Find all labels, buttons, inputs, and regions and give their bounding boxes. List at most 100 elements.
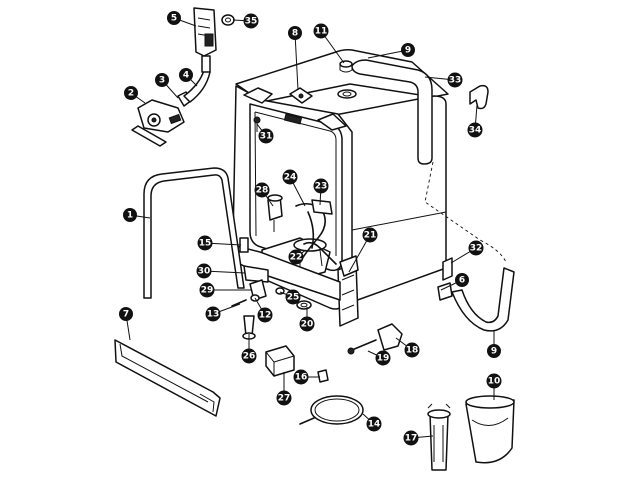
callout-27: 27 [276, 372, 292, 406]
callout-number: 30 [198, 267, 211, 277]
callout-number: 8 [292, 29, 298, 39]
callout-badge [258, 128, 274, 144]
callout-badge [366, 416, 382, 432]
callout-number: 22 [290, 253, 303, 263]
callout-22: 22 [288, 249, 307, 265]
lower-small-parts [231, 279, 515, 471]
callout-number: 25 [287, 293, 300, 303]
callout-number: 2 [128, 89, 134, 99]
callout-8: 8 [288, 26, 302, 91]
callout-6: 6 [440, 273, 469, 291]
callout-badge [403, 430, 419, 446]
callout-number: 3 [159, 76, 165, 86]
callout-badge [119, 307, 133, 321]
callout-17: 17 [403, 430, 434, 446]
callout-badge [486, 373, 502, 389]
callout-number: 4 [183, 71, 189, 81]
callout-badge [257, 307, 273, 323]
toe-panel [114, 339, 221, 417]
callout-number: 33 [449, 76, 462, 86]
door-gasket [143, 167, 245, 299]
callout-number: 32 [470, 244, 483, 254]
callout-badge [455, 273, 469, 287]
callout-number: 29 [201, 286, 214, 296]
callout-number: 11 [315, 27, 328, 37]
inlet-valve-assembly [131, 7, 235, 147]
callout-number: 19 [377, 354, 390, 364]
callout-number: 14 [368, 420, 381, 430]
callout-20: 20 [299, 307, 315, 332]
callout-13: 13 [205, 303, 241, 322]
callout-badge [313, 23, 329, 39]
callout-16: 16 [293, 369, 320, 385]
callout-badge [179, 68, 193, 82]
callout-leader-line [294, 32, 299, 91]
callout-33: 33 [424, 72, 463, 88]
callout-badge [196, 263, 212, 279]
callout-1: 1 [123, 208, 151, 222]
callout-23: 23 [313, 178, 329, 206]
callout-badge [123, 208, 137, 222]
callout-badge [205, 306, 221, 322]
callout-number: 28 [256, 186, 269, 196]
callout-badge [299, 316, 315, 332]
callout-badge [375, 350, 391, 366]
callout-19: 19 [367, 350, 391, 366]
callout-31: 31 [256, 123, 274, 144]
callout-badge [241, 348, 257, 364]
callout-2: 2 [124, 86, 146, 104]
vent-duct [351, 59, 507, 263]
callout-number: 1 [127, 211, 133, 221]
callout-badge [401, 43, 415, 57]
callout-badge [447, 72, 463, 88]
callout-number: 27 [278, 394, 291, 404]
callout-10: 10 [486, 373, 502, 400]
callout-number: 7 [123, 310, 129, 320]
drain-hose [451, 267, 515, 332]
callout-30: 30 [196, 263, 246, 279]
callout-number: 35 [245, 17, 258, 27]
callout-number: 26 [243, 352, 256, 362]
hose-clip [469, 84, 489, 110]
callout-number: 17 [405, 434, 418, 444]
callout-number: 13 [207, 310, 220, 320]
callout-26: 26 [241, 334, 257, 364]
callout-number: 23 [315, 182, 328, 192]
callout-28: 28 [254, 182, 274, 207]
callout-badge [124, 86, 138, 100]
callout-badge [243, 13, 259, 29]
callout-7: 7 [119, 307, 133, 341]
callout-35: 35 [232, 13, 259, 29]
callout-badge [199, 282, 215, 298]
callout-badge [293, 369, 309, 385]
callout-25: 25 [279, 289, 301, 305]
callout-9: 9 [367, 43, 415, 59]
callout-12: 12 [254, 297, 273, 323]
callout-5: 5 [167, 11, 197, 27]
callout-9: 9 [487, 330, 501, 358]
callout-badge [313, 178, 329, 194]
callout-badge [362, 227, 378, 243]
callout-badge [155, 73, 169, 87]
interior-components [239, 116, 359, 277]
callout-24: 24 [282, 169, 306, 207]
callout-number: 31 [260, 132, 273, 142]
callout-number: 16 [295, 373, 308, 383]
callout-badge [285, 289, 301, 305]
callout-15: 15 [197, 235, 242, 251]
callout-badge [404, 342, 420, 358]
callout-14: 14 [362, 413, 382, 432]
callout-badge [276, 390, 292, 406]
callout-21: 21 [348, 227, 378, 273]
callout-3: 3 [155, 73, 179, 99]
callout-badge [282, 169, 298, 185]
callout-number: 9 [491, 347, 497, 357]
callout-4: 4 [179, 68, 198, 87]
callout-badge [167, 11, 181, 25]
callout-badge [487, 344, 501, 358]
callout-number: 6 [459, 276, 465, 286]
callout-number: 10 [488, 377, 501, 387]
callout-badge [468, 240, 484, 256]
